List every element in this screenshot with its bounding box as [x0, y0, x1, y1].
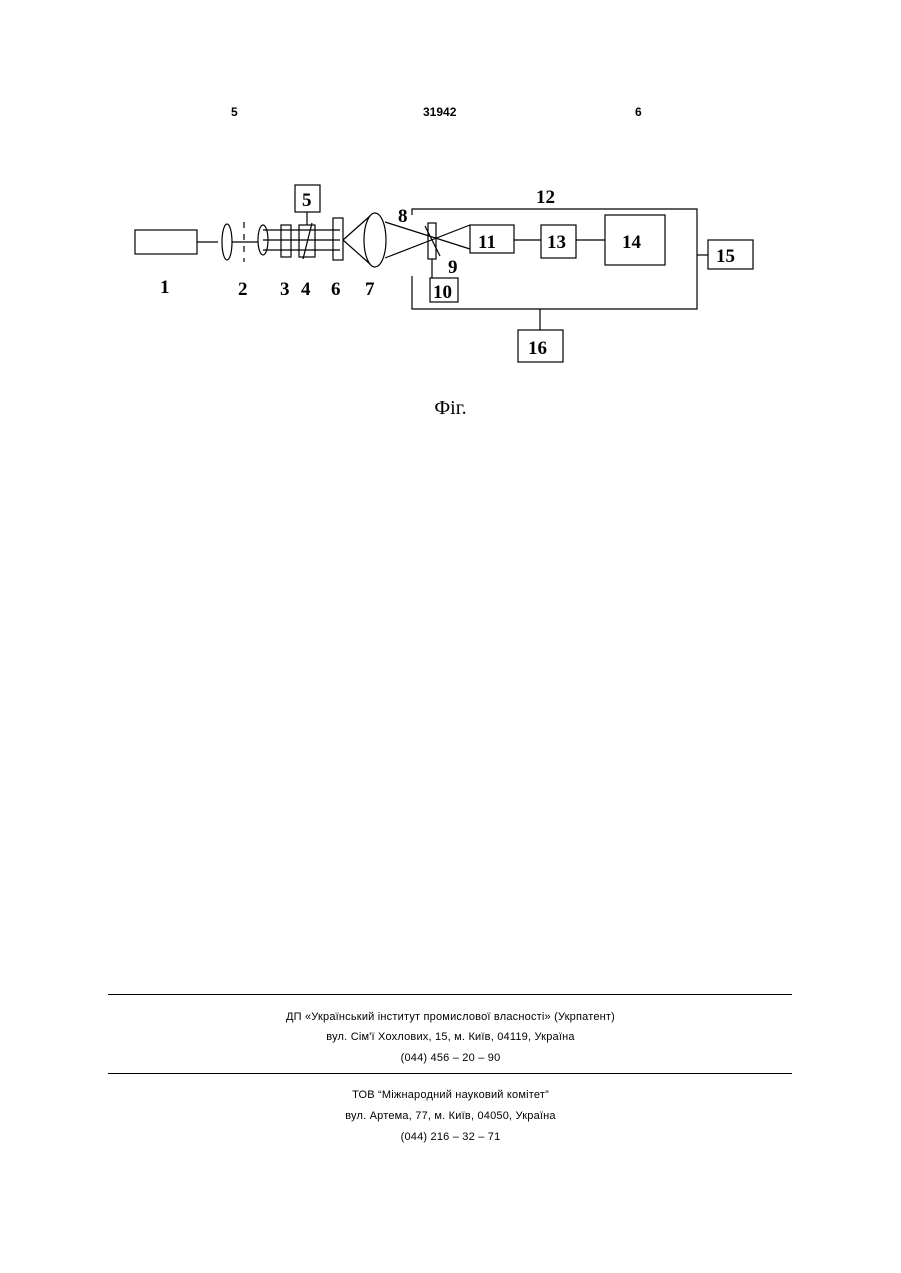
label-13: 13	[547, 232, 566, 253]
laser-block	[135, 230, 197, 254]
label-7: 7	[365, 279, 375, 300]
patent-number: 31942	[423, 105, 456, 119]
page-number-right: 6	[635, 105, 642, 119]
plate-6	[333, 218, 343, 260]
footer-divider-middle	[108, 1073, 792, 1074]
label-5: 5	[302, 190, 312, 211]
footer-block2-line2: вул. Артема, 77, м. Київ, 04050, Україна	[0, 1110, 901, 1122]
footer-block1-line2: вул. Сім'ї Хохлових, 15, м. Київ, 04119,…	[0, 1031, 901, 1043]
label-10: 10	[433, 282, 452, 303]
label-16: 16	[528, 338, 547, 359]
lens-7	[364, 213, 386, 267]
page-number-left: 5	[231, 105, 238, 119]
footer-block1-line1: ДП «Український інститут промислової вла…	[0, 1011, 901, 1023]
footer-block2-line1: ТОВ “Міжнародний науковий комітет”	[0, 1089, 901, 1101]
footer-block1-line3: (044) 456 – 20 – 90	[0, 1052, 901, 1064]
label-3: 3	[280, 279, 290, 300]
lens-1	[222, 224, 232, 260]
footer-divider-top	[108, 994, 792, 995]
label-8: 8	[398, 206, 408, 227]
label-6: 6	[331, 279, 341, 300]
optical-setup-diagram: 1 2 3 4 5 6 7 8 9 10 11 12 13 14 15 16	[0, 175, 901, 375]
figure-caption: Фіг.	[0, 397, 901, 420]
label-12: 12	[536, 187, 555, 208]
label-11: 11	[478, 232, 496, 253]
label-15: 15	[716, 246, 735, 267]
label-9: 9	[448, 257, 458, 278]
label-1: 1	[160, 277, 170, 298]
label-4: 4	[301, 279, 311, 300]
label-2: 2	[238, 279, 248, 300]
footer-block2-line3: (044) 216 – 32 – 71	[0, 1131, 901, 1143]
label-14: 14	[622, 232, 642, 253]
